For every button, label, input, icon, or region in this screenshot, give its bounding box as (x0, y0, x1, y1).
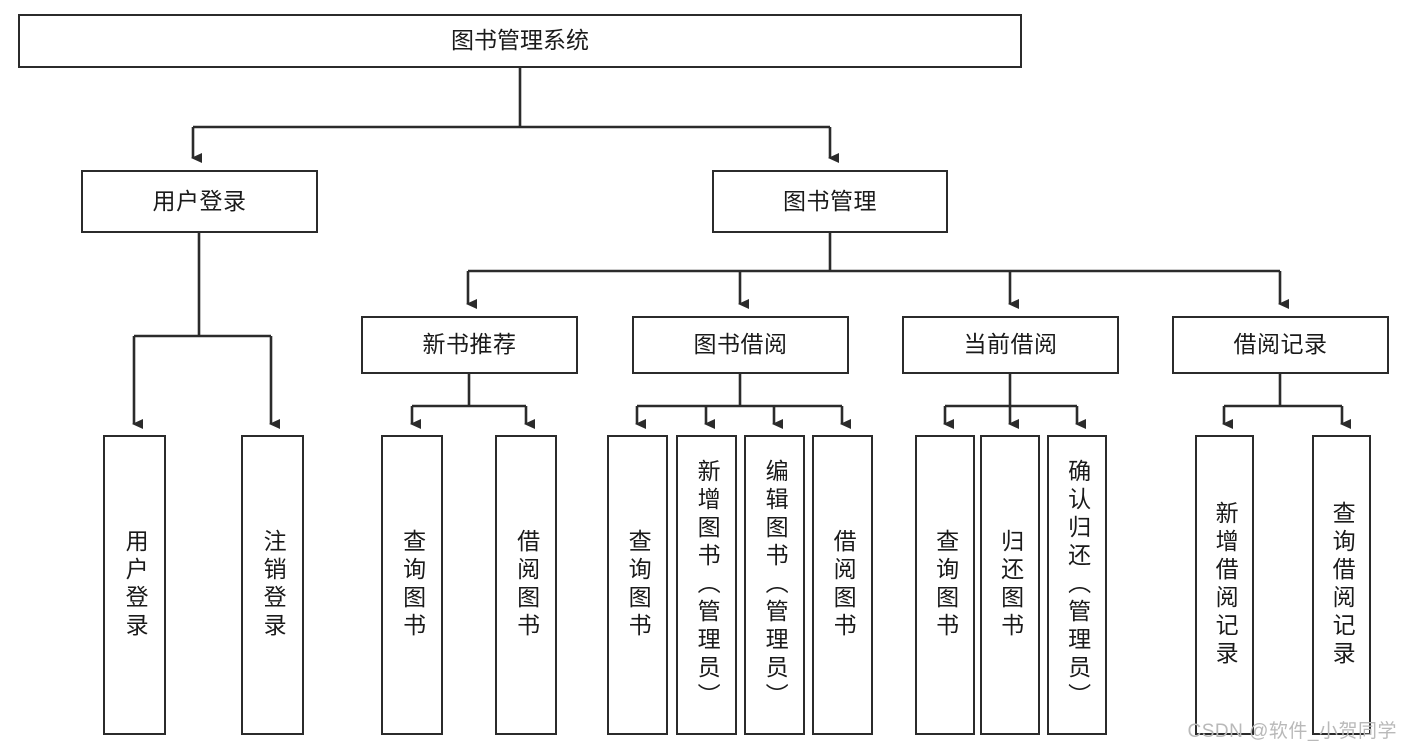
leaf-current-query-book[interactable]: 查询图书 (915, 435, 975, 735)
node-label: 用户登录 (122, 529, 149, 641)
node-borrow-record[interactable]: 借阅记录 (1172, 316, 1389, 374)
node-label: 查询图书 (399, 529, 426, 641)
node-label: 图书管理系统 (451, 27, 589, 54)
node-current-borrow[interactable]: 当前借阅 (902, 316, 1119, 374)
watermark-text: CSDN @软件_小贺同学 (1187, 721, 1397, 742)
node-label: 查询图书 (932, 529, 959, 641)
node-book-borrow[interactable]: 图书借阅 (632, 316, 849, 374)
leaf-current-confirm-return-admin[interactable]: 确认归还（管理员） (1047, 435, 1107, 735)
node-label: 图书借阅 (693, 331, 788, 358)
node-label: 查询图书 (625, 529, 652, 641)
node-label: 当前借阅 (963, 331, 1058, 358)
leaf-user-login-signin[interactable]: 用户登录 (103, 435, 166, 735)
node-label: 确认归还（管理员） (1064, 459, 1091, 711)
node-label: 新书推荐 (422, 331, 517, 358)
node-label: 用户登录 (152, 187, 247, 214)
leaf-recommend-borrow-book[interactable]: 借阅图书 (495, 435, 557, 735)
leaf-current-return-book[interactable]: 归还图书 (980, 435, 1040, 735)
leaf-borrow-query-book[interactable]: 查询图书 (607, 435, 668, 735)
leaf-user-login-signout[interactable]: 注销登录 (241, 435, 304, 735)
node-label: 借阅图书 (830, 529, 857, 641)
node-user-login[interactable]: 用户登录 (81, 170, 318, 233)
node-label: 图书管理 (783, 187, 877, 214)
leaf-borrow-edit-book-admin[interactable]: 编辑图书（管理员） (744, 435, 805, 735)
node-new-book-recommend[interactable]: 新书推荐 (361, 316, 578, 374)
leaf-record-add-record[interactable]: 新增借阅记录 (1195, 435, 1254, 735)
node-label: 注销登录 (260, 529, 287, 641)
node-label: 编辑图书（管理员） (762, 459, 789, 711)
leaf-borrow-add-book-admin[interactable]: 新增图书（管理员） (676, 435, 737, 735)
leaf-record-query-record[interactable]: 查询借阅记录 (1312, 435, 1371, 735)
node-label: 查询借阅记录 (1329, 501, 1356, 669)
node-label: 借阅图书 (513, 529, 540, 641)
node-root-system[interactable]: 图书管理系统 (18, 14, 1022, 68)
leaf-recommend-query-book[interactable]: 查询图书 (381, 435, 443, 735)
node-label: 归还图书 (997, 529, 1024, 641)
node-label: 新增图书（管理员） (694, 459, 721, 711)
leaf-borrow-borrow-book[interactable]: 借阅图书 (812, 435, 873, 735)
node-label: 新增借阅记录 (1212, 501, 1239, 669)
node-book-management[interactable]: 图书管理 (712, 170, 948, 233)
node-label: 借阅记录 (1233, 331, 1328, 358)
